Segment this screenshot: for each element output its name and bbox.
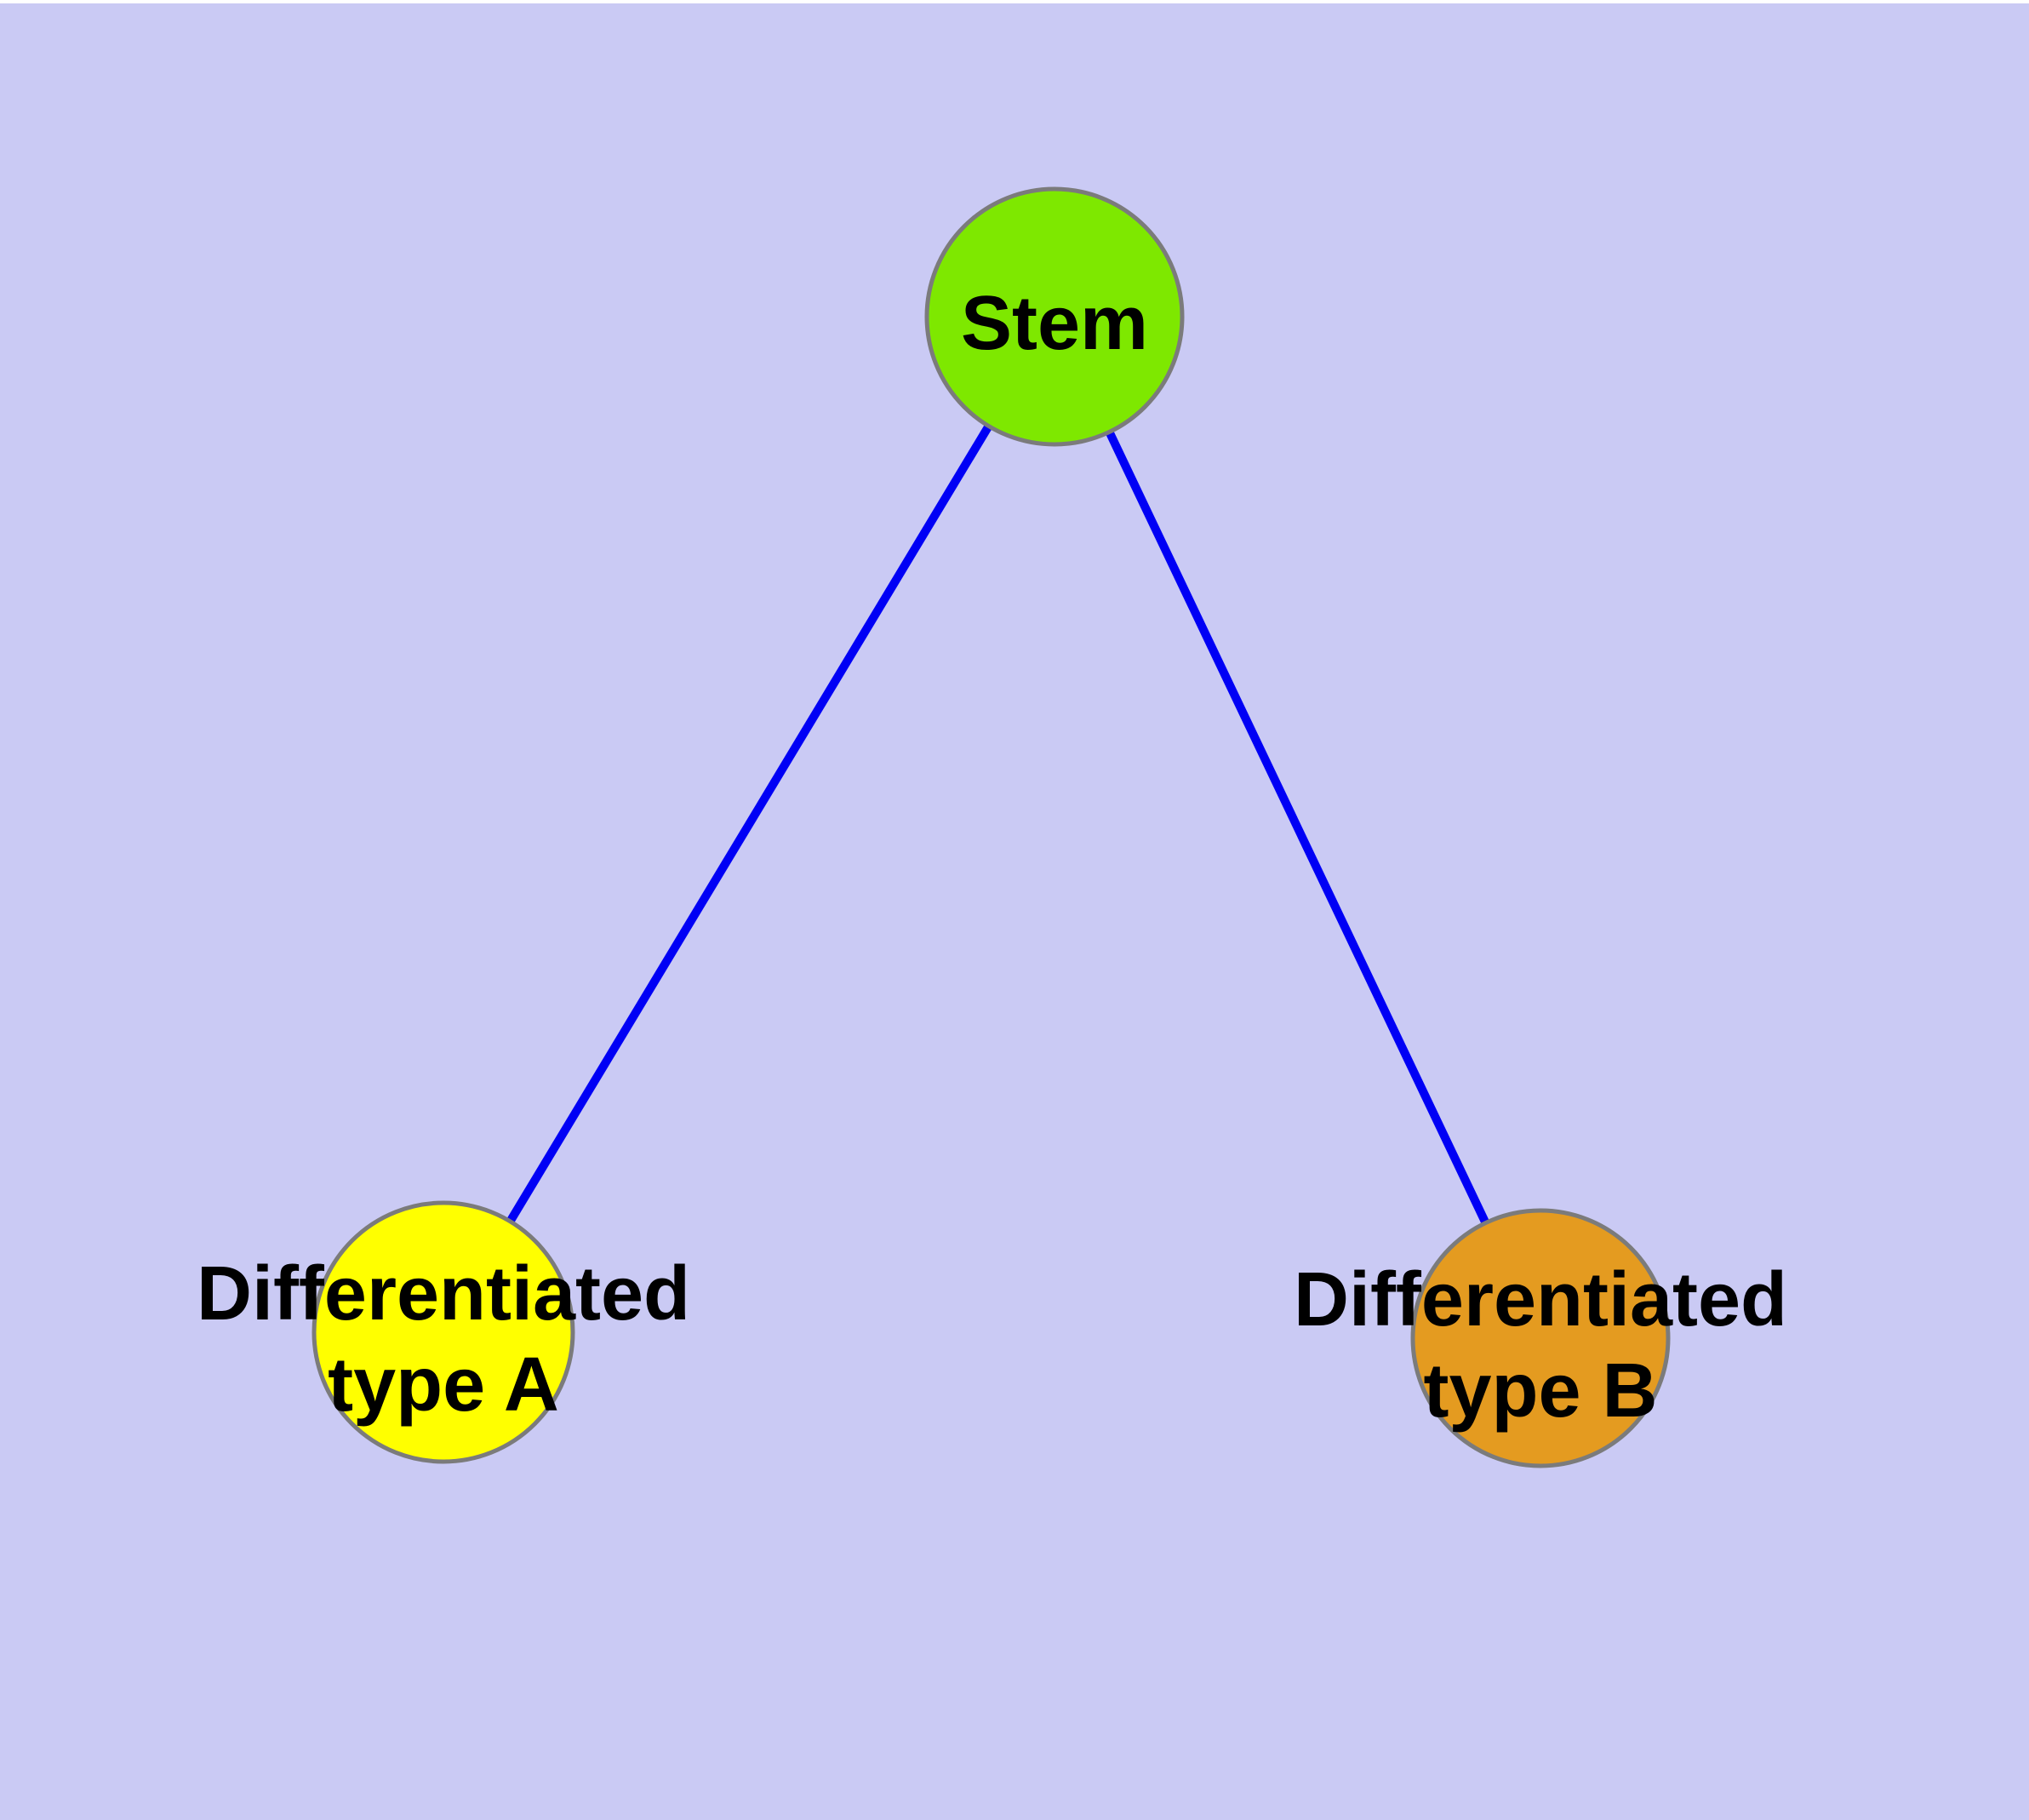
node-stem-label: Stem bbox=[961, 281, 1148, 366]
node-differentiated-type-b-label-line-2: type B bbox=[1423, 1348, 1657, 1434]
node-differentiated-type-b-circle bbox=[1410, 1208, 1671, 1468]
node-differentiated-type-b: Differentiated type B bbox=[1294, 1208, 1787, 1468]
node-differentiated-type-a: Differentiated type A bbox=[197, 1200, 690, 1464]
edge-stem-to-differentiated-type-b bbox=[1050, 314, 1545, 1341]
node-differentiated-type-a-circle bbox=[311, 1200, 575, 1464]
node-differentiated-type-a-label-line-2: type A bbox=[328, 1342, 559, 1428]
edge-stem-to-differentiated-type-a bbox=[439, 314, 1059, 1335]
node-stem: Stem bbox=[924, 186, 1185, 447]
node-differentiated-type-b-label-line-1: Differentiated bbox=[1294, 1257, 1787, 1342]
top-margin-strip bbox=[0, 0, 2029, 3]
node-differentiated-type-a-label-line-1: Differentiated bbox=[197, 1251, 690, 1336]
node-stem-circle bbox=[924, 186, 1185, 447]
